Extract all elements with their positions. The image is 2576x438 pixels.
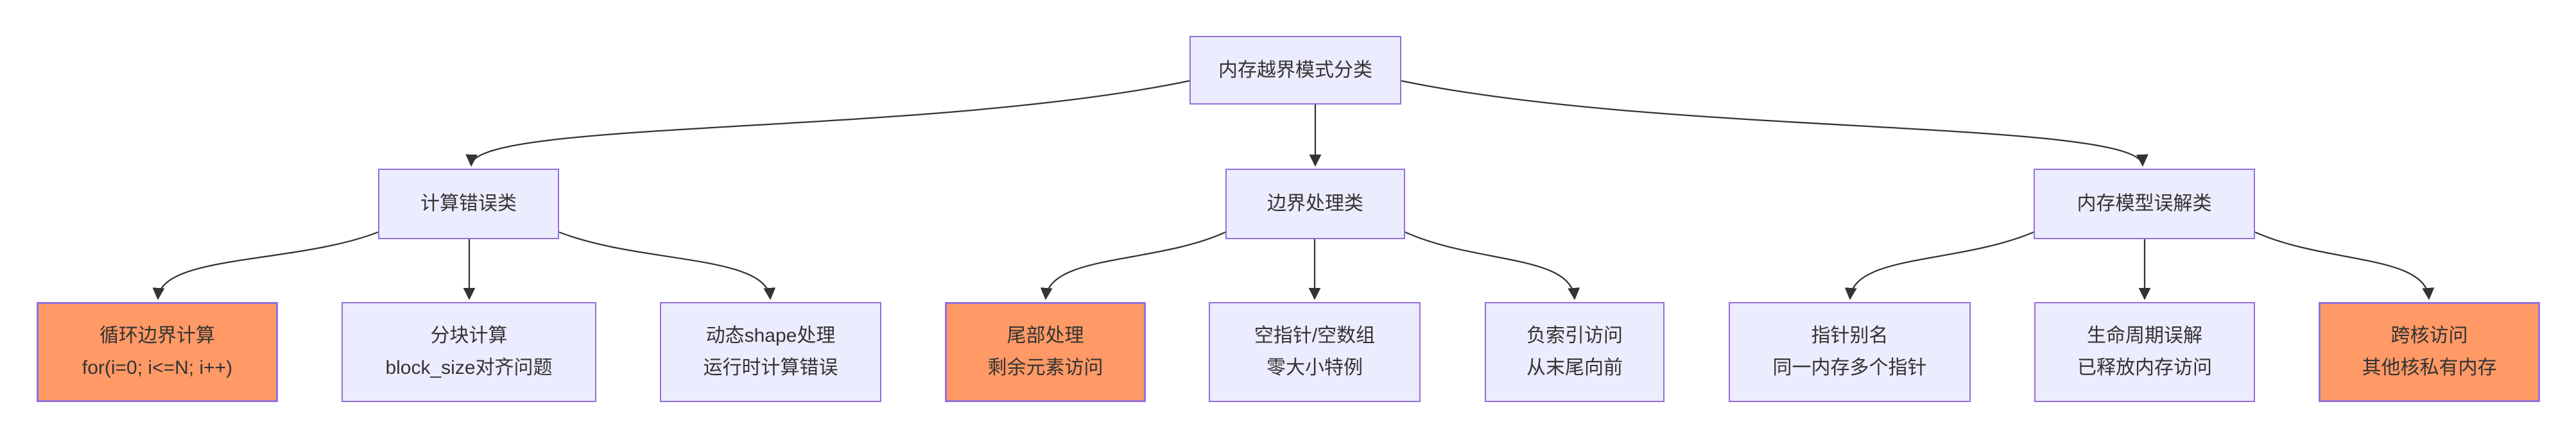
node-alias-label-line-0: 指针别名: [1811, 325, 1889, 346]
edge-boundary-to-negidx: [1405, 231, 1580, 300]
node-memmodel-label-line-0: 内存模型误解类: [2077, 193, 2212, 214]
node-calc-label-line-0: 计算错误类: [420, 193, 517, 214]
node-lifetime-label-line-1: 已释放内存访问: [2077, 357, 2212, 378]
node-loop-label-line-0: 循环边界计算: [99, 325, 215, 346]
edge-memmodel-to-alias: [1844, 231, 2034, 300]
node-block-label-line-0: 分块计算: [430, 325, 508, 346]
node-dynshape-label-line-0: 动态shape处理: [705, 325, 836, 346]
node-root: 内存越界模式分类: [1189, 36, 1401, 105]
node-nullptr-label-line-1: 零大小特例: [1266, 357, 1363, 378]
node-tail-label-line-0: 尾部处理: [1007, 325, 1084, 346]
edge-calc-to-dynshape: [558, 231, 776, 300]
node-alias-label-line-1: 同一内存多个指针: [1772, 357, 1927, 378]
node-tail: 尾部处理剩余元素访问: [945, 302, 1146, 402]
node-dynshape: 动态shape处理运行时计算错误: [660, 302, 881, 402]
node-memmodel: 内存模型误解类: [2034, 169, 2255, 239]
node-nullptr-label-line-0: 空指针/空数组: [1254, 325, 1376, 346]
node-alias: 指针别名同一内存多个指针: [1729, 302, 1971, 402]
node-root-label-line-0: 内存越界模式分类: [1218, 59, 1372, 81]
edge-root-to-memmodel: [1401, 80, 2148, 167]
node-loop-label-line-1: for(i=0; i<=N; i++): [82, 357, 233, 378]
node-block: 分块计算 block_size对齐问题: [341, 302, 596, 402]
node-dynshape-label-line-1: 运行时计算错误: [703, 357, 838, 378]
edge-root-to-calc: [465, 80, 1190, 167]
node-calc: 计算错误类: [378, 169, 559, 239]
node-negidx-label-line-1: 从末尾向前: [1526, 357, 1623, 378]
node-lifetime-label-line-0: 生命周期误解: [2087, 325, 2202, 346]
node-negidx-label-line-0: 负索引访问: [1526, 325, 1623, 346]
node-crosscore: 跨核访问其他核私有内存: [2319, 302, 2540, 402]
node-loop: 循环边界计算 for(i=0; i<=N; i++): [37, 302, 278, 402]
node-tail-label-line-1: 剩余元素访问: [987, 357, 1103, 378]
node-lifetime: 生命周期误解已释放内存访问: [2034, 302, 2255, 402]
node-boundary-label-line-0: 边界处理类: [1267, 193, 1363, 214]
node-block-label-line-1: block_size对齐问题: [385, 357, 553, 378]
edge-memmodel-to-crosscore: [2254, 231, 2435, 300]
node-crosscore-label-line-1: 其他核私有内存: [2362, 357, 2497, 378]
node-crosscore-label-line-0: 跨核访问: [2390, 325, 2468, 346]
edge-boundary-to-tail: [1040, 231, 1226, 300]
node-boundary: 边界处理类: [1225, 169, 1405, 239]
node-negidx: 负索引访问从末尾向前: [1485, 302, 1664, 402]
node-nullptr: 空指针/空数组零大小特例: [1209, 302, 1421, 402]
edge-calc-to-loop: [152, 231, 379, 300]
